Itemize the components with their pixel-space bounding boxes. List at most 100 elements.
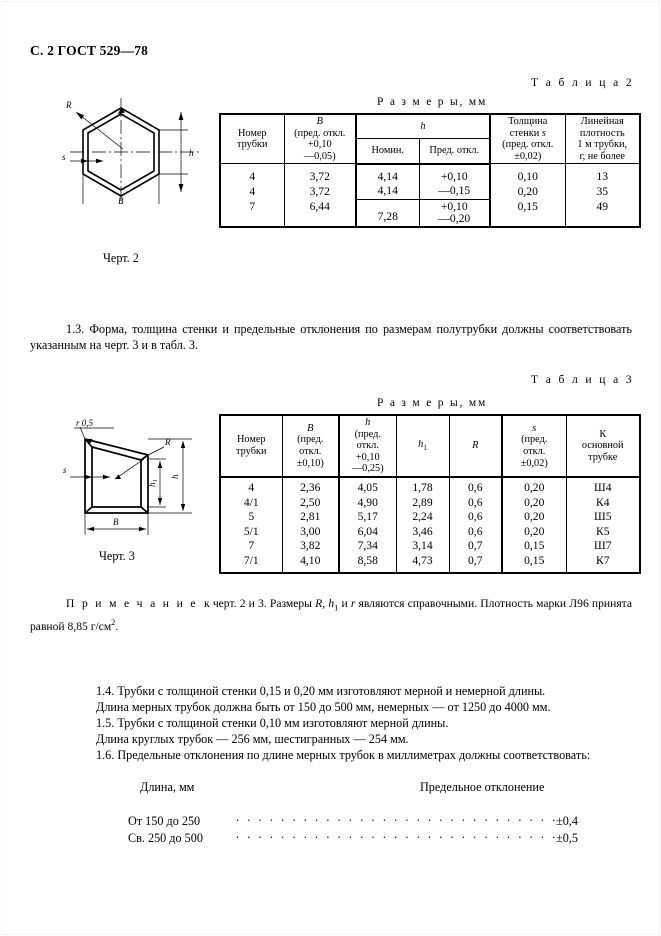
- table-3-r3-B: 2,81: [281, 510, 340, 525]
- note-title: П р и м е ч а н и е: [66, 597, 198, 610]
- table-3-th-h1: h1: [395, 414, 450, 478]
- tolerance-list-col1-head: Длина, мм: [140, 780, 195, 794]
- table-3-r6-R: 0,7: [448, 553, 503, 574]
- table-3-r1-s: 0,20: [501, 476, 567, 496]
- table-3-r2-h: 4,90: [338, 495, 397, 511]
- table-3-r5-s: 0,15: [501, 539, 567, 554]
- tolerance-row-1-dots: . . . . . . . . . . . . . . . . . . . . …: [236, 827, 556, 841]
- tolerance-row-0-dots: . . . . . . . . . . . . . . . . . . . . …: [236, 810, 556, 824]
- figure-2-label-R: R: [65, 100, 72, 110]
- table-3-r1-h: 4,05: [338, 476, 397, 496]
- table-3-r5-h1: 3,14: [395, 539, 450, 554]
- figure-3-label-s: s: [63, 465, 67, 475]
- table-3-r6-number: 7/1: [219, 553, 283, 574]
- table-2-r1-density: 13: [564, 163, 641, 185]
- table-row: 7 3,82 7,34 3,14 0,7 0,15 Ш7: [219, 539, 641, 554]
- figure-2-label-B: B: [118, 196, 124, 206]
- table-2-r3-number: 7: [219, 199, 285, 229]
- paragraph-1-4-line-1: 1.4. Трубки с толщиной стенки 0,15 и 0,2…: [30, 684, 632, 700]
- table-3-r2-R: 0,6: [448, 495, 503, 511]
- table-3-r5-K: Ш7: [565, 539, 641, 554]
- figure-2-label-h: h: [189, 148, 194, 158]
- table-3-r3-number: 5: [219, 510, 283, 525]
- paragraph-1-4-line-2: Длина мерных трубок должна быть от 150 д…: [30, 700, 632, 716]
- table-3-r4-s: 0,20: [501, 524, 567, 540]
- table-row: 4 3,72 4,14 —0,15 0,20 35: [219, 184, 641, 201]
- figure-2-hexagon-drawing: R s h B: [48, 86, 218, 206]
- page-header: С. 2 ГОСТ 529—78: [30, 43, 149, 58]
- table-2-th-h-nominal: Номин.: [355, 138, 420, 165]
- table-2-r2-B: 3,72: [283, 184, 357, 200]
- table-3-r3-K: Ш5: [565, 510, 641, 525]
- figure-2-caption: Черт. 2: [103, 251, 139, 265]
- table-2-th-B: B(пред. откл.+0,10—0,05): [283, 113, 357, 165]
- tolerance-list-col2-head: Предельное отклонение: [420, 780, 545, 794]
- table-2-r1-h-tol: +0,10: [418, 163, 491, 185]
- table-3-r3-R: 0,6: [448, 510, 503, 525]
- tolerance-row-0-range: От 150 до 250: [128, 814, 201, 828]
- table-3-r6-h1: 4,73: [395, 553, 450, 574]
- table-3-r1-R: 0,6: [448, 476, 503, 496]
- table-3-units-title: Р а з м е р ы, мм: [376, 397, 488, 409]
- table-2-r2-density: 35: [564, 184, 641, 200]
- table-2-label: Т а б л и ц а 2: [531, 77, 635, 89]
- note-text: к черт. 2 и 3. Размеры R, h1 и r являютс…: [30, 597, 633, 634]
- figure-3-label-R: R: [164, 437, 171, 447]
- table-row: 7/1 4,10 8,58 4,73 0,7 0,15 К7: [219, 553, 641, 574]
- table-3-r2-s: 0,20: [501, 495, 567, 511]
- table-3-th-h: h(пред.откл.+0,10—0,25): [338, 414, 397, 478]
- table-2-th-h: h: [355, 113, 491, 140]
- tolerance-row-1-range: Св. 250 до 500: [128, 831, 203, 845]
- table-3-r6-K: К7: [565, 553, 641, 574]
- table-3-body: 4 2,36 4,05 1,78 0,6 0,20 Ш4 4/1 2,50 4,…: [219, 476, 641, 574]
- table-3-r5-h: 7,34: [338, 539, 397, 554]
- tolerance-row-0-value: ±0,4: [556, 814, 578, 828]
- figure-3-halftube-drawing: r 0,5 R s h₁ h B: [52, 417, 217, 542]
- table-row: 5/1 3,00 6,04 3,46 0,6 0,20 К5: [219, 524, 641, 540]
- table-3-r1-h1: 1,78: [395, 476, 450, 496]
- table-2-body: 4 3,72 4,14 +0,10 0,10 13 4 3,72 4,14 —0…: [219, 163, 641, 229]
- table-3-r4-number: 5/1: [219, 524, 283, 540]
- table-3-r4-h: 6,04: [338, 524, 397, 540]
- list-item: Св. 250 до 500 . . . . . . . . . . . . . …: [128, 827, 578, 846]
- paragraph-1-6: 1.6. Предельные отклонения по длине мерн…: [96, 748, 591, 762]
- table-3-r1-K: Ш4: [565, 476, 641, 496]
- table-3-r2-number: 4/1: [219, 495, 283, 511]
- table-3-r5-R: 0,7: [448, 539, 503, 554]
- table-2-r2-number: 4: [219, 184, 285, 200]
- table-2-r3-h-tol: +0,10—0,20: [418, 199, 491, 229]
- table-3-label: Т а б л и ц а 3: [531, 374, 635, 386]
- table-row: 7 6,44 7,28 +0,10—0,20 0,15 49: [219, 199, 641, 229]
- table-3-r4-K: К5: [565, 524, 641, 540]
- table-row: 4 2,36 4,05 1,78 0,6 0,20 Ш4: [219, 476, 641, 496]
- table-row: 4/1 2,50 4,90 2,89 0,6 0,20 К4: [219, 495, 641, 511]
- table-3-r1-B: 2,36: [281, 476, 340, 496]
- figure-3-label-h: h: [170, 474, 180, 479]
- table-3-r6-s: 0,15: [501, 553, 567, 574]
- paragraph-1-5-a: 1.5. Трубки с толщиной стенки 0,10 мм из…: [96, 716, 449, 730]
- table-3-r5-number: 7: [219, 539, 283, 554]
- table-2-r1-wall: 0,10: [489, 163, 566, 185]
- table-2-r2-h-tol: —0,15: [418, 184, 491, 201]
- table-2-r3-h-nominal: 7,28: [355, 199, 420, 229]
- table-3-th-R: R: [448, 414, 503, 478]
- table-row: 4 3,72 4,14 +0,10 0,10 13: [219, 163, 641, 185]
- table-2-r1-B: 3,72: [283, 163, 357, 185]
- table-3-r4-h1: 3,46: [395, 524, 450, 540]
- table-2-r3-B: 6,44: [283, 199, 357, 229]
- table-3-r2-K: К4: [565, 495, 641, 511]
- table-2-r3-wall: 0,15: [489, 199, 566, 229]
- figure-3-caption: Черт. 3: [99, 549, 135, 563]
- table-3-th-B: B(пред.откл.±0,10): [281, 414, 340, 478]
- paragraph-1-4-a: 1.4. Трубки с толщиной стенки 0,15 и 0,2…: [96, 684, 546, 698]
- table-3-r5-B: 3,82: [281, 539, 340, 554]
- table-3-r4-R: 0,6: [448, 524, 503, 540]
- figure-3-label-h1: h₁: [147, 479, 157, 487]
- paragraph-1-4-b: Длина мерных трубок должна быть от 150 д…: [96, 700, 551, 714]
